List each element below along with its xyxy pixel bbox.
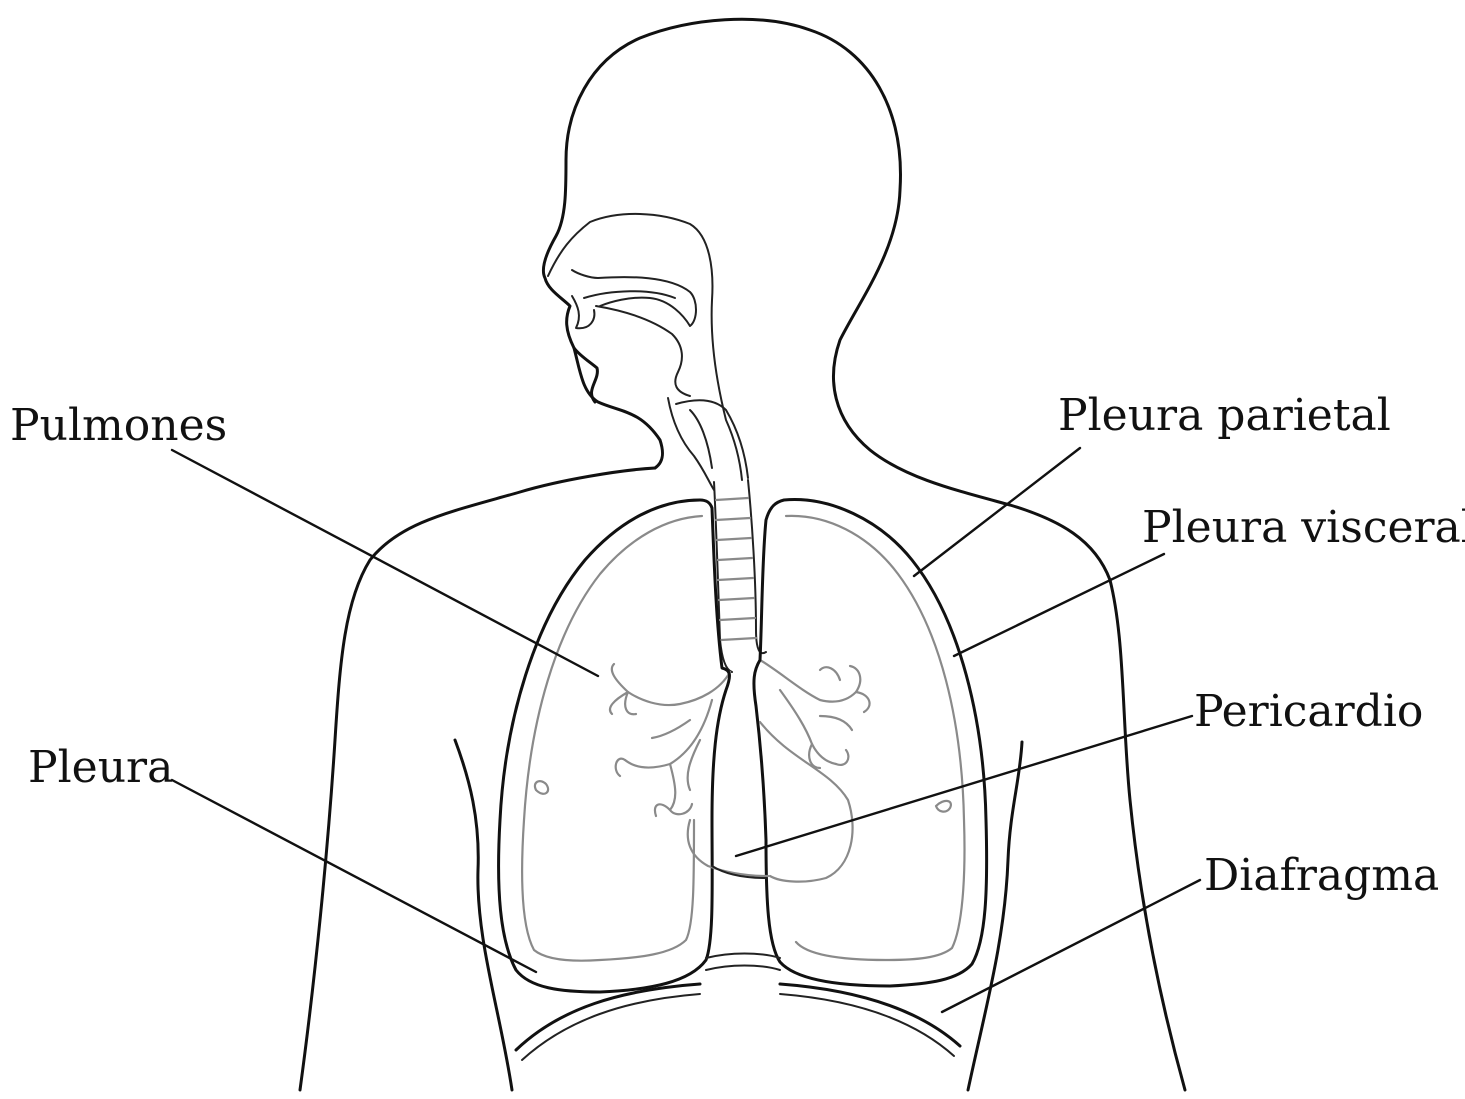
body-outline — [300, 19, 1185, 1090]
bronchial-tree-right — [760, 660, 870, 768]
leader-lines — [172, 448, 1200, 1012]
label-pleura: Pleura — [28, 742, 173, 793]
label-pleura-parietal: Pleura parietal — [1058, 390, 1391, 441]
leader-pleura — [172, 780, 536, 972]
label-pulmones: Pulmones — [10, 400, 227, 451]
leader-pulmones — [172, 450, 598, 676]
leader-pleura-visceral — [954, 554, 1164, 656]
trachea — [714, 480, 766, 672]
left-lung — [499, 500, 730, 992]
label-diafragma: Diafragma — [1204, 850, 1439, 901]
label-pleura-visceral: Pleura visceral — [1142, 502, 1465, 553]
right-lung — [754, 500, 987, 986]
labels: Pulmones Pleura Pleura parietal Pleura v… — [10, 390, 1465, 901]
leader-pleura-parietal — [914, 448, 1080, 576]
diaphragm — [516, 954, 960, 1061]
label-pericardio: Pericardio — [1194, 686, 1423, 737]
